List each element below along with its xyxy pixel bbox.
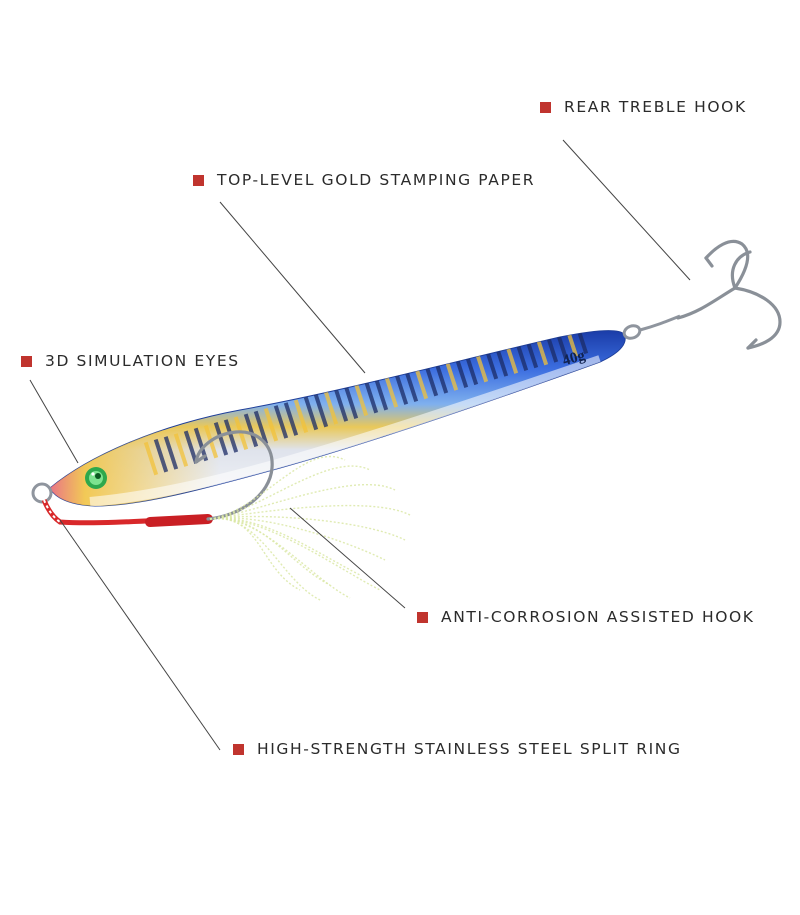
callout-gold-stamping-paper: TOP-LEVEL GOLD STAMPING PAPER xyxy=(193,171,535,189)
callout-marker xyxy=(193,174,204,186)
callout-label: 3D SIMULATION EYES xyxy=(45,352,240,370)
front-split-ring-icon xyxy=(31,482,53,504)
treble-hook-icon xyxy=(676,239,782,350)
leader-line-eyes xyxy=(29,379,79,464)
flash-fibers xyxy=(209,455,411,601)
callout-marker xyxy=(21,355,32,367)
callout-simulation-eyes: 3D SIMULATION EYES xyxy=(21,352,240,370)
callout-rear-treble-hook: REAR TREBLE HOOK xyxy=(540,98,747,116)
assist-hook-icon xyxy=(194,430,274,521)
lure-weight-text: 40g xyxy=(561,347,588,369)
rear-split-ring-icon xyxy=(622,314,681,340)
callout-marker xyxy=(233,743,244,755)
leader-line-rear-hook xyxy=(562,139,691,281)
leader-line-assisted-hook xyxy=(289,507,406,609)
3d-eye-icon xyxy=(85,467,107,489)
callout-marker xyxy=(540,101,551,113)
callout-assisted-hook: ANTI-CORROSION ASSISTED HOOK xyxy=(417,608,755,626)
callout-label: ANTI-CORROSION ASSISTED HOOK xyxy=(441,608,755,626)
leader-line-gold-paper xyxy=(219,201,366,374)
callout-marker xyxy=(417,611,428,623)
assist-cord-icon xyxy=(41,499,213,527)
callout-label: REAR TREBLE HOOK xyxy=(564,98,747,116)
leader-line-split-ring xyxy=(59,519,221,751)
callout-split-ring: HIGH-STRENGTH STAINLESS STEEL SPLIT RING xyxy=(233,740,682,758)
callout-label: TOP-LEVEL GOLD STAMPING PAPER xyxy=(217,171,536,189)
callout-label: HIGH-STRENGTH STAINLESS STEEL SPLIT RING xyxy=(257,740,682,758)
